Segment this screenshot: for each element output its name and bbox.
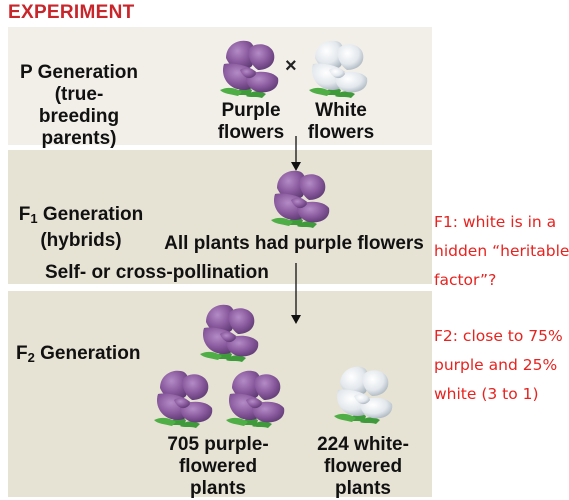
purple-parent-label-1: Purple (221, 100, 281, 121)
f1-note: F1: white is in a hidden “heritable fact… (434, 208, 569, 295)
arrow-f1-to-f2 (291, 263, 301, 324)
f2-white-count-2: flowered (323, 456, 403, 477)
f1-purple-flower-icon (271, 170, 330, 228)
f1-generation-panel (8, 150, 432, 284)
pollination-label: Self- or cross-pollination (45, 262, 269, 283)
f2-purple-flower-icon-right (226, 370, 285, 428)
f1-label-rest: Generation (37, 204, 144, 225)
p-generation-subtitle-2: parents) (41, 128, 117, 149)
p-generation-label: P Generation (true-breeding parents) (16, 62, 142, 150)
purple-parent-label: Purple flowers (205, 100, 297, 144)
white-parent-label-1: White (315, 100, 367, 121)
cross-symbol: × (285, 55, 297, 77)
f2-white-count-1: 224 white- (317, 434, 409, 455)
f1-generation-subtitle: (hybrids) (40, 230, 122, 251)
f1-note-line-3: factor”? (434, 271, 497, 289)
f1-label-letter: F (18, 204, 31, 225)
white-flower-icon (309, 40, 368, 98)
f1-note-line-2: hidden “heritable (434, 242, 569, 260)
f2-purple-count-3: plants (190, 478, 246, 499)
p-generation-subtitle-1: (true-breeding (38, 84, 120, 127)
f2-label-rest: Generation (34, 343, 141, 364)
f2-note-line-3: white (3 to 1) (434, 385, 539, 403)
purple-parent-label-2: flowers (217, 122, 285, 143)
f2-white-count-3: plants (335, 478, 391, 499)
f2-label-letter: F (16, 343, 28, 364)
f2-purple-count-2: flowered (178, 456, 258, 477)
f2-purple-count: 705 purple- flowered plants (148, 434, 288, 500)
f2-label-sub: 2 (27, 350, 35, 365)
f1-label-sub: 1 (30, 211, 38, 226)
f2-note-line-2: purple and 25% (434, 356, 558, 374)
f2-purple-count-1: 705 purple- (167, 434, 269, 455)
f2-note-line-1: F2: close to 75% (434, 327, 563, 345)
f1-result: All plants had purple flowers (164, 233, 424, 254)
white-parent-label: White flowers (295, 100, 387, 144)
arrow-p-to-f1 (291, 136, 301, 171)
f2-note: F2: close to 75% purple and 25% white (3… (434, 322, 563, 409)
f2-generation-label: F2 Generation (16, 343, 140, 369)
f2-purple-flower-icon-left (154, 370, 213, 428)
white-parent-label-2: flowers (307, 122, 375, 143)
f2-white-count: 224 white- flowered plants (298, 434, 428, 500)
purple-flower-icon (220, 40, 279, 98)
f2-white-flower-icon (334, 366, 393, 424)
p-generation-title: P Generation (20, 62, 138, 83)
f1-generation-label: F1 Generation (hybrids) (16, 204, 146, 252)
f2-purple-flower-icon-top (200, 304, 259, 362)
experiment-heading: EXPERIMENT (8, 2, 135, 23)
f1-note-line-1: F1: white is in a (434, 213, 557, 231)
